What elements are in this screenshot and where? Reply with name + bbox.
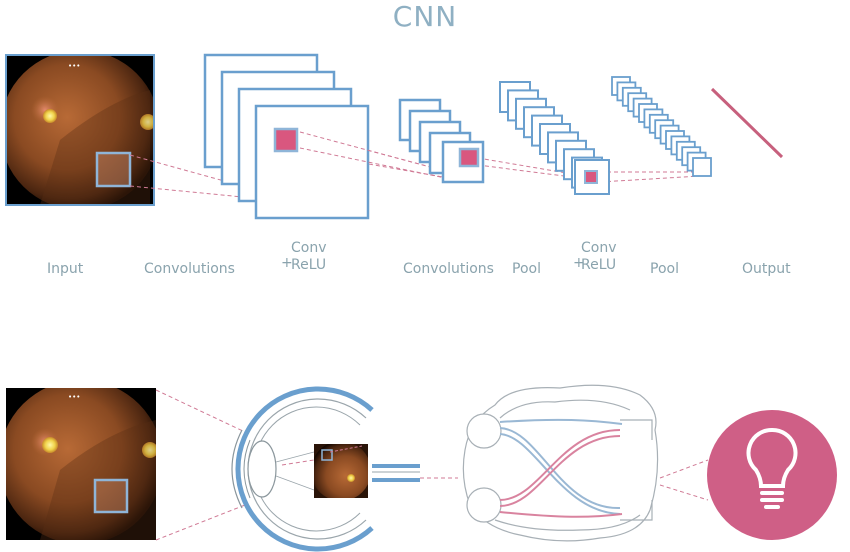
conv-1-highlight <box>273 127 299 153</box>
label-conv-relu-2-line2: ReLU <box>581 257 617 273</box>
label-conv-relu-2-line1: Conv <box>581 240 617 256</box>
label-conv-relu-1-line1: Conv <box>291 240 327 256</box>
pool-2-feature-map <box>692 157 712 177</box>
label-conv-relu-1-line2: ReLU <box>291 257 327 273</box>
label-pool-1: Pool <box>512 261 541 277</box>
label-convolutions-2: Convolutions <box>403 261 494 277</box>
optic-pathways <box>499 418 623 518</box>
label-input: Input <box>47 261 84 277</box>
bottom-receptive-field <box>93 478 129 514</box>
eye-illustration <box>231 386 420 552</box>
pool-layer-2 <box>611 76 712 177</box>
lightbulb-icon <box>707 410 837 540</box>
diagram-title: CNN <box>392 0 458 33</box>
retina-projection-image <box>314 444 368 498</box>
conv-2-highlight <box>458 147 480 168</box>
label-conv-relu-1-plus: + <box>281 255 293 271</box>
input-receptive-field <box>95 151 132 188</box>
svg-text:•••: ••• <box>68 62 80 70</box>
bottom-dashed-lines <box>155 389 709 541</box>
svg-text:•••: ••• <box>68 393 80 401</box>
bottom-input-image: ••• <box>6 388 156 540</box>
pool-1-highlight <box>584 170 598 184</box>
label-conv-relu-1: Conv ReLU <box>291 240 327 274</box>
label-output: Output <box>742 261 791 277</box>
label-pool-2: Pool <box>650 261 679 277</box>
input-image: ••• <box>5 54 155 206</box>
label-conv-relu-2: Conv ReLU <box>581 240 617 274</box>
conv-layer-2 <box>398 98 485 184</box>
label-conv-relu-2-plus: + <box>573 255 585 271</box>
output-vector <box>710 87 784 159</box>
label-convolutions-1: Convolutions <box>144 261 235 277</box>
